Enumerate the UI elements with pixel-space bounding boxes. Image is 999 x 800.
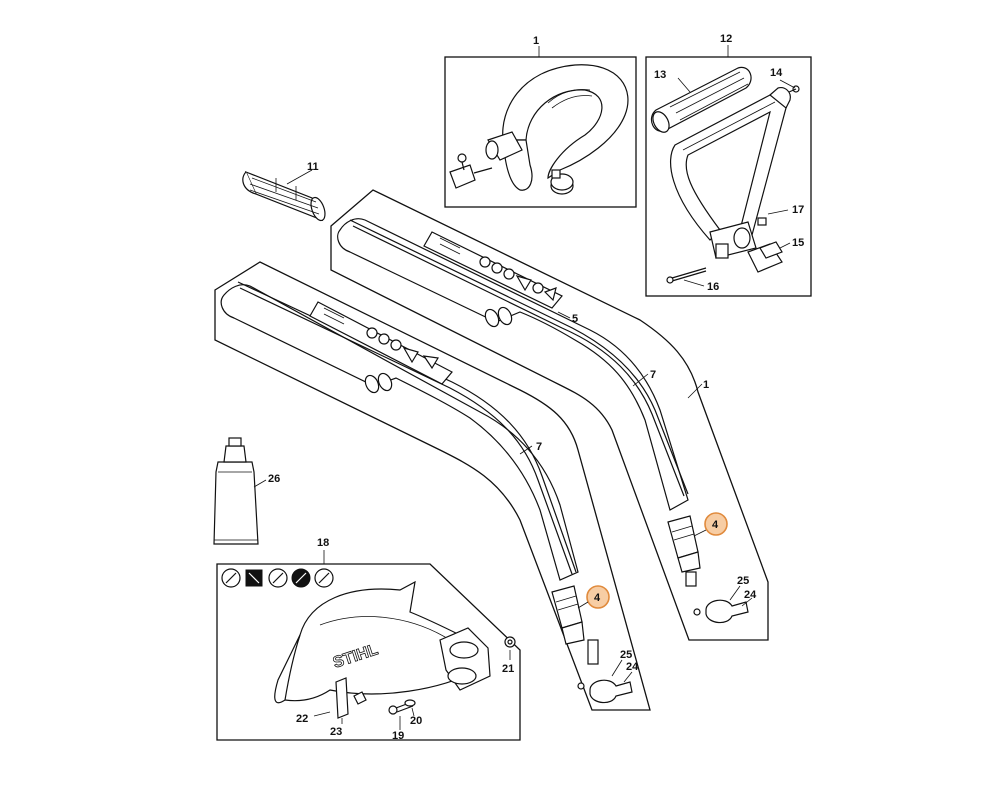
part-23-blade [335, 677, 367, 719]
part-26-grease-tube: 26 [213, 437, 280, 545]
loop-handle-kit: 1 [444, 35, 637, 208]
callout-7-lower: 7 [536, 441, 542, 453]
loop-handle [502, 64, 629, 191]
callout-24-lower: 24 [626, 661, 639, 673]
callout-18: 18 [317, 537, 329, 549]
callout-5: 5 [572, 313, 578, 325]
handle-nut-17 [757, 217, 767, 226]
callout-25-lower: 25 [620, 649, 632, 661]
lower-shaft-panel: 7 4 25 24 [214, 261, 651, 711]
bike-handle-kit: 12 [645, 33, 812, 297]
callout-16: 16 [707, 281, 719, 293]
handle-grip [651, 66, 752, 133]
part-20-washer [404, 699, 416, 707]
callout-13: 13 [654, 69, 666, 81]
callout-23: 23 [330, 726, 342, 738]
clamp-lower [577, 679, 633, 704]
part-21-nut [504, 636, 516, 648]
handle-clamp [709, 221, 757, 259]
warning-decal-upper [423, 231, 563, 309]
coupling-sleeve-upper [667, 515, 701, 587]
callout-25-upper: 25 [737, 575, 749, 587]
tool-symbols [221, 568, 334, 588]
callout-7-upper: 7 [650, 369, 656, 381]
callout-1-top: 1 [533, 35, 539, 47]
callout-22: 22 [296, 713, 308, 725]
callout-12: 12 [720, 33, 732, 45]
callout-highlight-4-upper [704, 512, 728, 536]
deflector-shield: STIHL [274, 580, 491, 704]
callout-24-upper: 24 [744, 589, 757, 601]
callout-15: 15 [792, 237, 804, 249]
handle-screw-14 [788, 85, 800, 93]
callout-26: 26 [268, 473, 280, 485]
deflector-kit: 18 STIHL [216, 537, 521, 742]
handle-frame-yoke [669, 87, 791, 241]
loop-handle-frame [444, 56, 637, 208]
callout-4-lower: 4 [594, 592, 601, 604]
callout-highlight-4-lower [586, 585, 610, 609]
callout-20: 20 [410, 715, 422, 727]
callout-14: 14 [770, 67, 783, 79]
deflector-frame [216, 563, 521, 741]
bike-handle-frame [645, 56, 812, 297]
loop-handle-clamp-block [485, 131, 523, 161]
loop-handle-hose-clamp [550, 169, 574, 195]
callout-1: 1 [703, 379, 709, 391]
handle-clamp-15 [747, 241, 783, 273]
loop-handle-screw [449, 153, 493, 189]
warning-decal-lower [309, 301, 453, 385]
callout-4-upper: 4 [712, 519, 719, 531]
callout-19: 19 [392, 730, 404, 742]
part-11-liner: 11 [242, 161, 326, 222]
coupling-sleeve-lower [551, 585, 599, 665]
callout-17: 17 [792, 204, 804, 216]
handle-screw-16 [666, 267, 707, 284]
callout-11: 11 [307, 161, 319, 173]
clamp-upper [693, 599, 749, 624]
upper-shaft-panel: 5 7 1 4 25 24 [330, 189, 769, 641]
callout-21: 21 [502, 663, 514, 675]
